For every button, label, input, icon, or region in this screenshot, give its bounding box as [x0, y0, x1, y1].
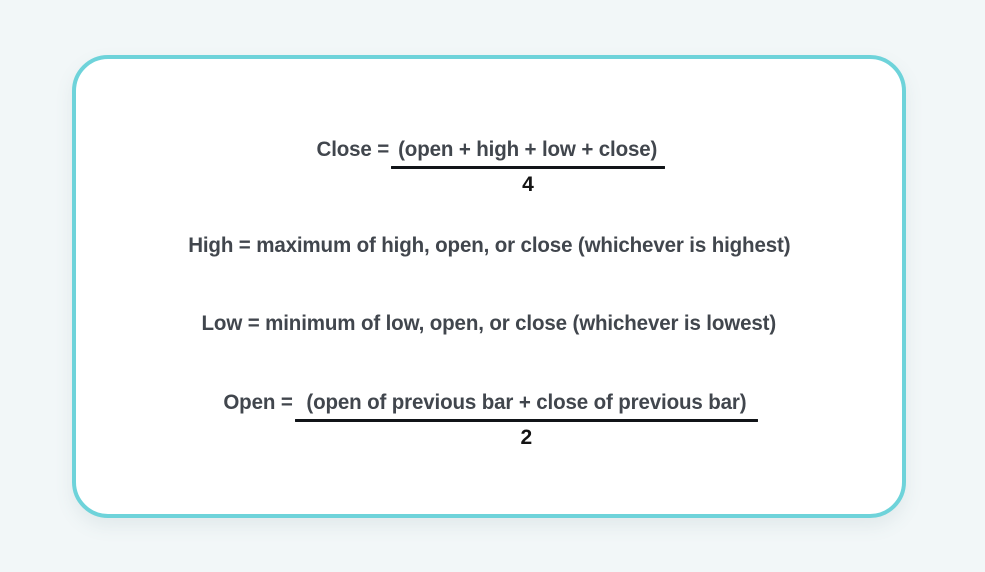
close-fraction-body: (open + high + low + close) 4: [391, 137, 665, 197]
high-formula-text: High = maximum of high, open, or close (…: [187, 233, 791, 257]
formula-row-close: Close = (open + high + low + close) 4: [76, 137, 902, 196]
open-fraction-head: Open =: [220, 390, 295, 415]
formula-row-high: High = maximum of high, open, or close (…: [76, 233, 902, 257]
close-fraction-bar: [391, 166, 665, 170]
close-fraction: Close = (open + high + low + close) 4: [313, 137, 665, 197]
formula-list: Close = (open + high + low + close) 4 Hi…: [76, 59, 902, 514]
close-denominator: 4: [522, 173, 534, 197]
formula-row-low: Low = minimum of low, open, or close (wh…: [76, 311, 902, 335]
close-left-hand-side: Close =: [316, 137, 390, 161]
close-numerator: (open + high + low + close): [398, 137, 658, 161]
low-formula-text: Low = minimum of low, open, or close (wh…: [201, 311, 777, 335]
open-fraction-bar: [294, 419, 758, 423]
formula-row-open: Open = (open of previous bar + close of …: [76, 390, 902, 449]
close-fraction-head: Close =: [313, 137, 391, 162]
open-numerator: (open of previous bar + close of previou…: [306, 390, 747, 414]
open-left-hand-side: Open =: [223, 390, 293, 414]
formula-card: Close = (open + high + low + close) 4 Hi…: [72, 55, 906, 518]
open-fraction-body: (open of previous bar + close of previou…: [294, 390, 758, 450]
open-denominator: 2: [520, 426, 533, 450]
open-fraction: Open = (open of previous bar + close of …: [220, 390, 758, 450]
